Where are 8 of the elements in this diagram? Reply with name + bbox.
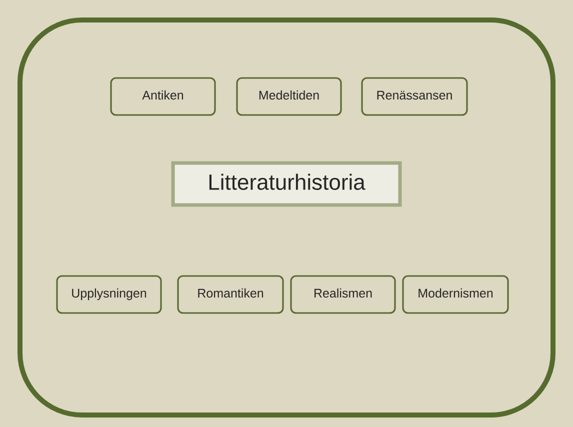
period-box: Medeltiden — [236, 77, 342, 116]
period-box: Upplysningen — [56, 275, 162, 314]
period-box: Realismen — [290, 275, 396, 314]
period-box: Romantiken — [177, 275, 284, 314]
period-box: Renässansen — [361, 77, 468, 116]
period-box: Modernismen — [402, 275, 509, 314]
title-box: Litteraturhistoria — [171, 161, 402, 207]
period-box: Antiken — [110, 77, 216, 116]
